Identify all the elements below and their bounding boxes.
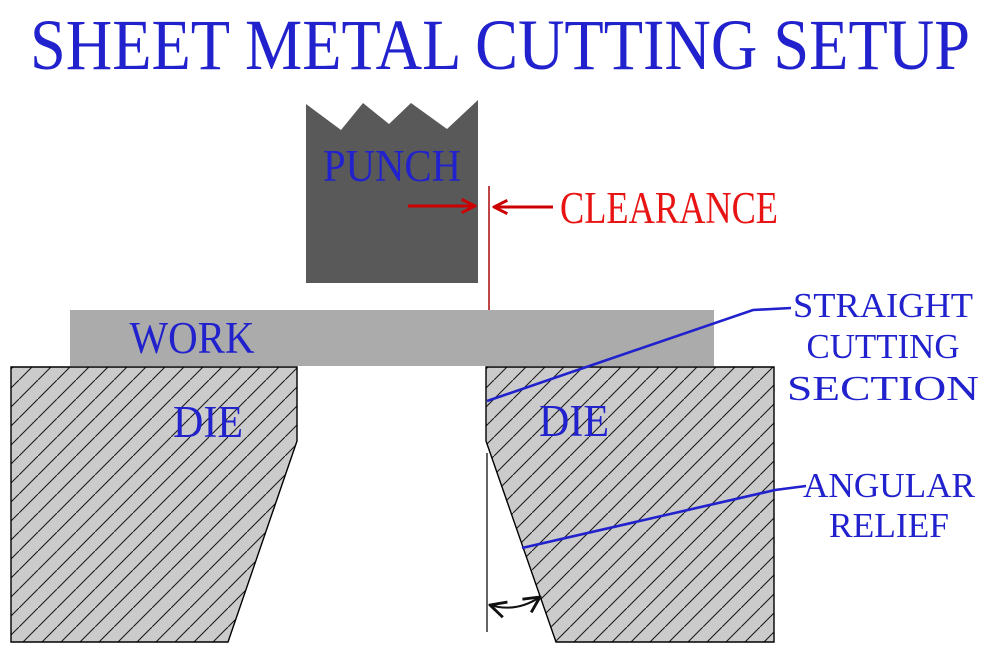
die-right-label: DIE	[539, 396, 609, 446]
angular-relief-leader-line	[521, 484, 807, 550]
straight-cutting-label-line1: STRAIGHT	[793, 286, 973, 325]
work-label: WORK	[130, 313, 255, 363]
angular-relief-label-line2: RELIEF	[829, 506, 949, 545]
punch-shape	[306, 100, 478, 283]
die-left-hatch	[10, 366, 298, 643]
straight-cutting-label-line3: SECTION	[787, 369, 979, 408]
diagram-title: SHEET METAL CUTTING SETUP	[30, 5, 970, 85]
punch-label: PUNCH	[323, 141, 461, 191]
straight-cutting-label-line2: CUTTING	[807, 327, 960, 366]
clearance-label: CLEARANCE	[560, 183, 778, 233]
die-left-label: DIE	[173, 397, 243, 447]
work-shape	[70, 310, 714, 366]
angular-relief-label-line1: ANGULAR	[803, 466, 976, 505]
straight-cutting-leader-line	[486, 306, 792, 403]
angle-arc-arrow	[490, 597, 540, 608]
die-right-hatch	[485, 366, 775, 643]
